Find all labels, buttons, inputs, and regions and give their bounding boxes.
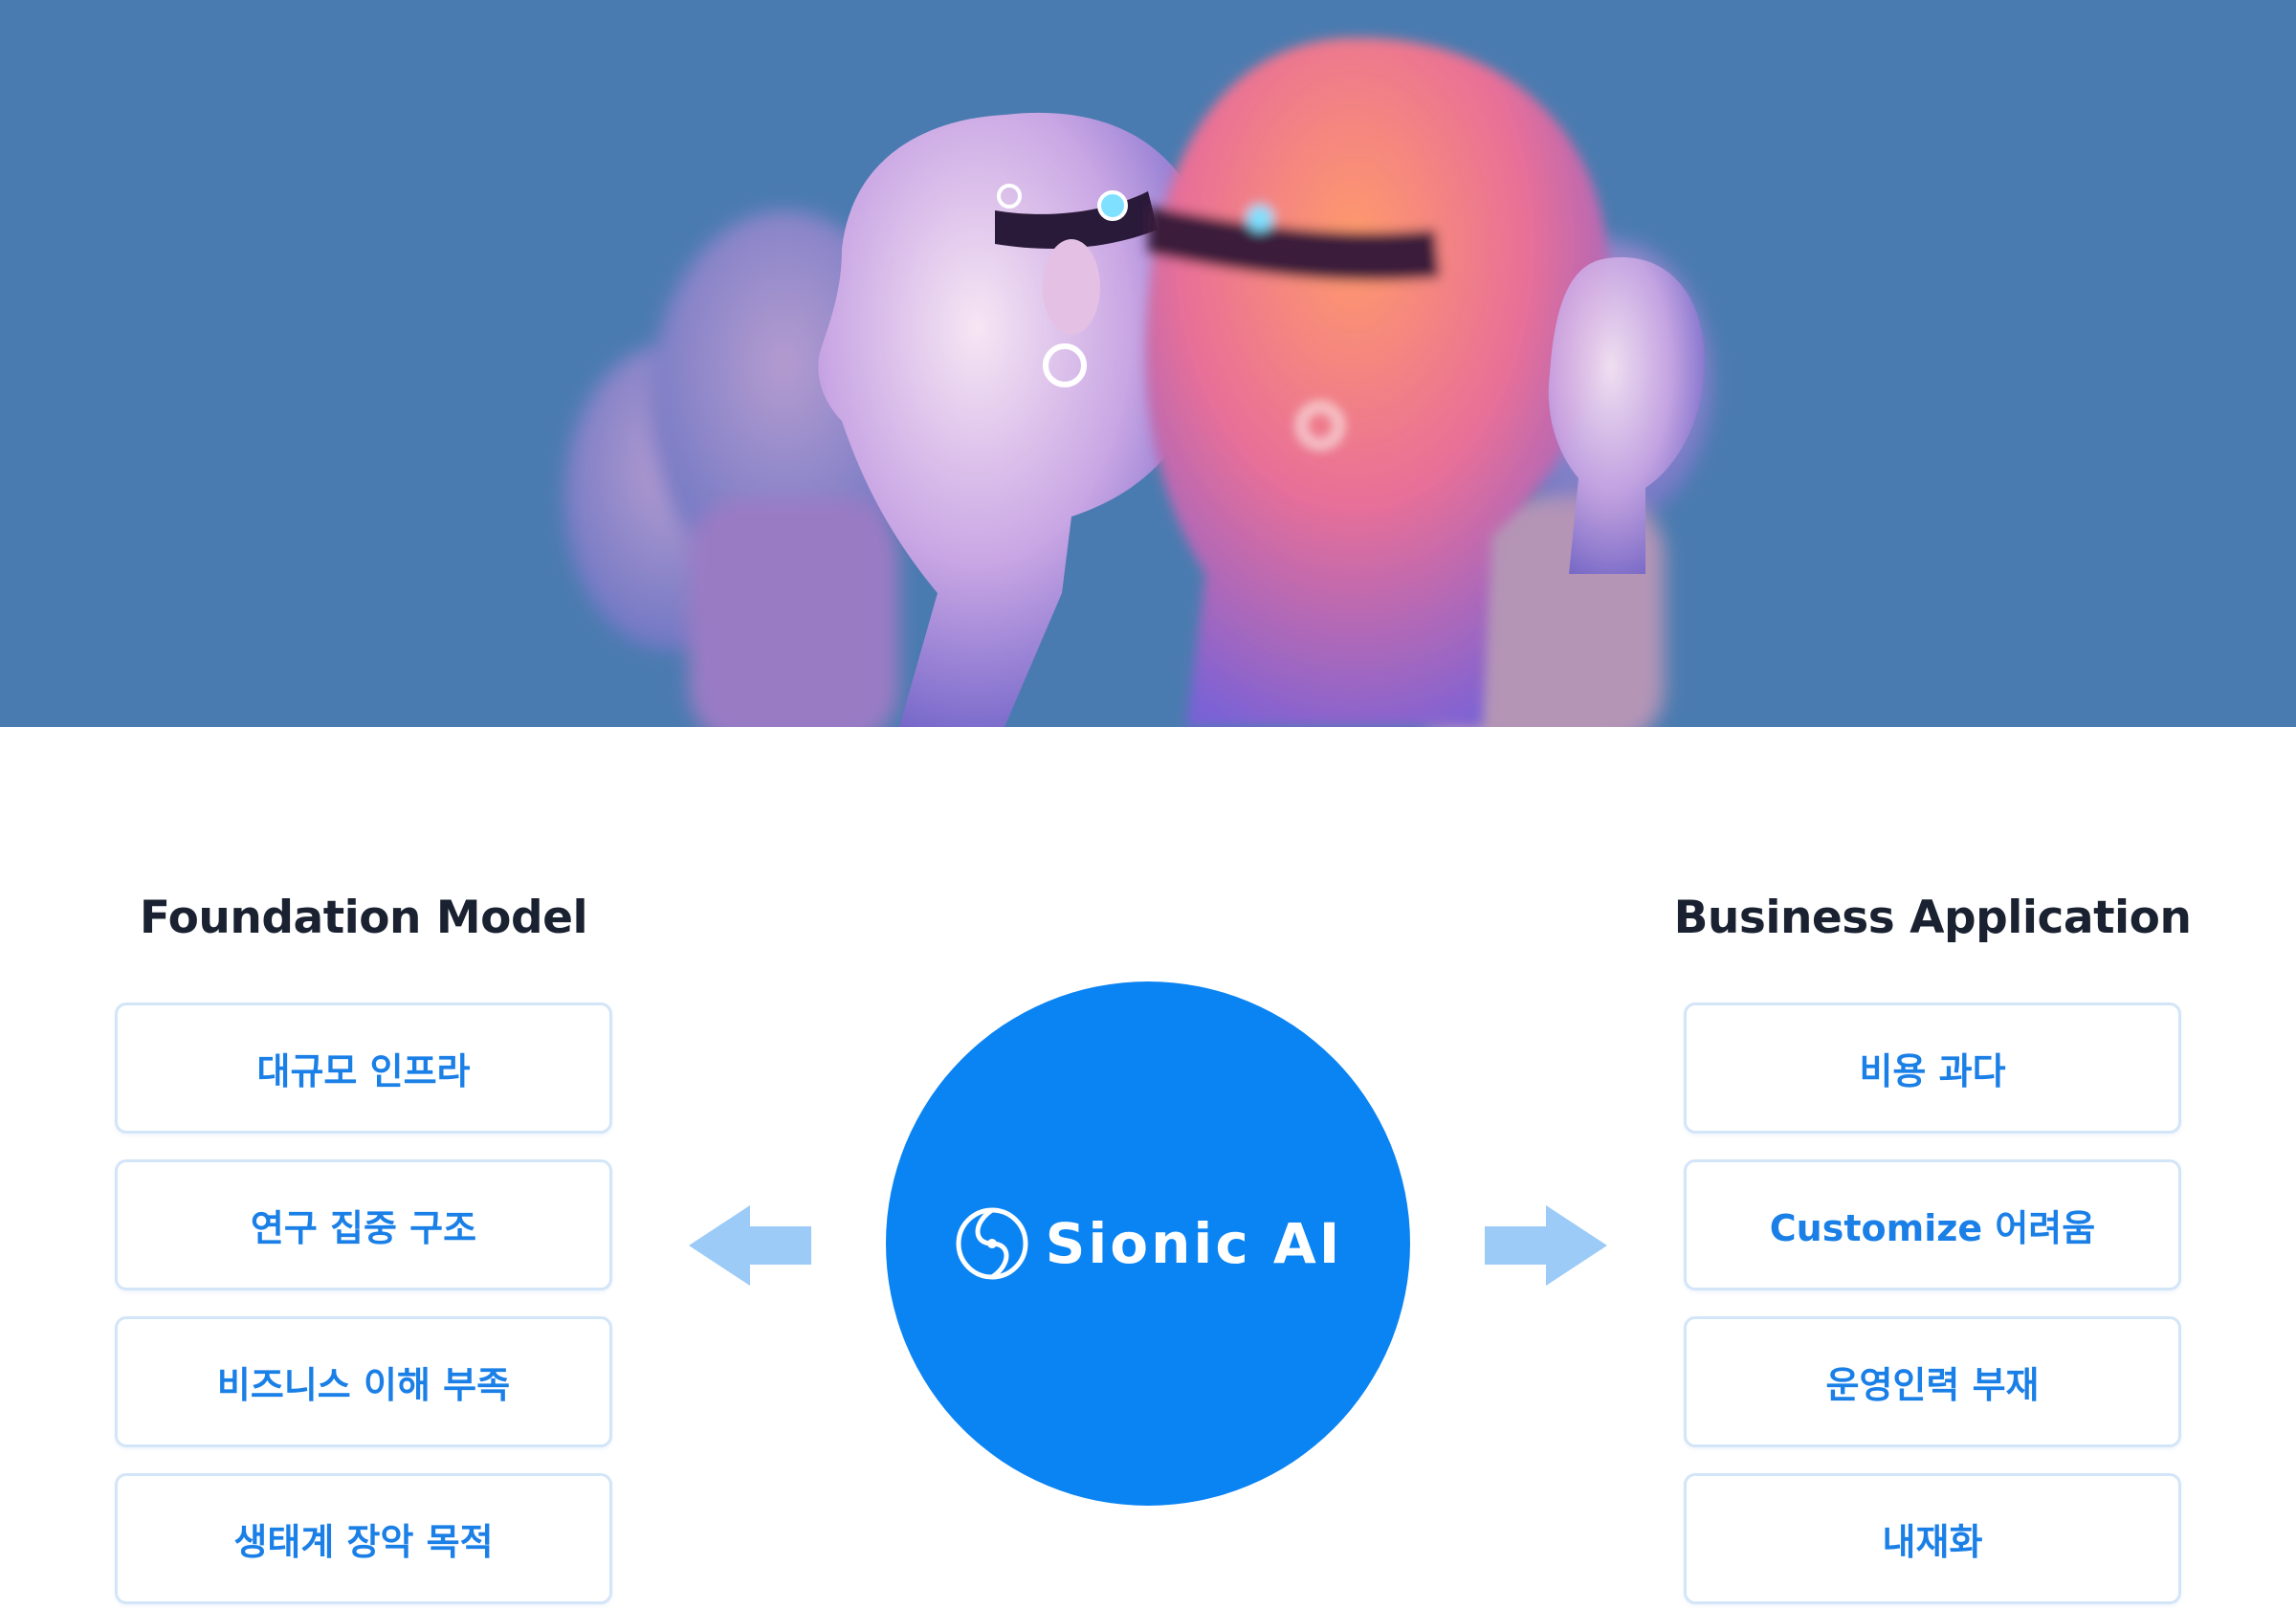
arrow-left-icon xyxy=(689,1205,811,1286)
business-application-title: Business Application xyxy=(1673,892,2192,944)
business-item-4: 내재화 xyxy=(1684,1473,2181,1604)
business-item-3: 운영인력 부재 xyxy=(1684,1316,2181,1447)
foundation-item-2: 연구 집중 구조 xyxy=(115,1159,612,1290)
sionic-logo-text: Sionic AI xyxy=(1045,1211,1343,1276)
robot-heads-illustration xyxy=(564,37,1712,727)
foundation-model-title: Foundation Model xyxy=(139,892,588,944)
business-item-1: 비용 과다 xyxy=(1684,1003,2181,1134)
hero-banner xyxy=(0,0,2296,727)
foundation-item-4: 생태계 장악 목적 xyxy=(115,1473,612,1604)
business-item-2: Customize 어려움 xyxy=(1684,1159,2181,1290)
foundation-item-1: 대규모 인프라 xyxy=(115,1003,612,1134)
arrow-right-icon xyxy=(1485,1205,1607,1286)
sionic-ai-hub: Sionic AI xyxy=(886,981,1410,1506)
sionic-logo-icon xyxy=(956,1207,1028,1280)
foundation-item-3: 비즈니스 이해 부족 xyxy=(115,1316,612,1447)
